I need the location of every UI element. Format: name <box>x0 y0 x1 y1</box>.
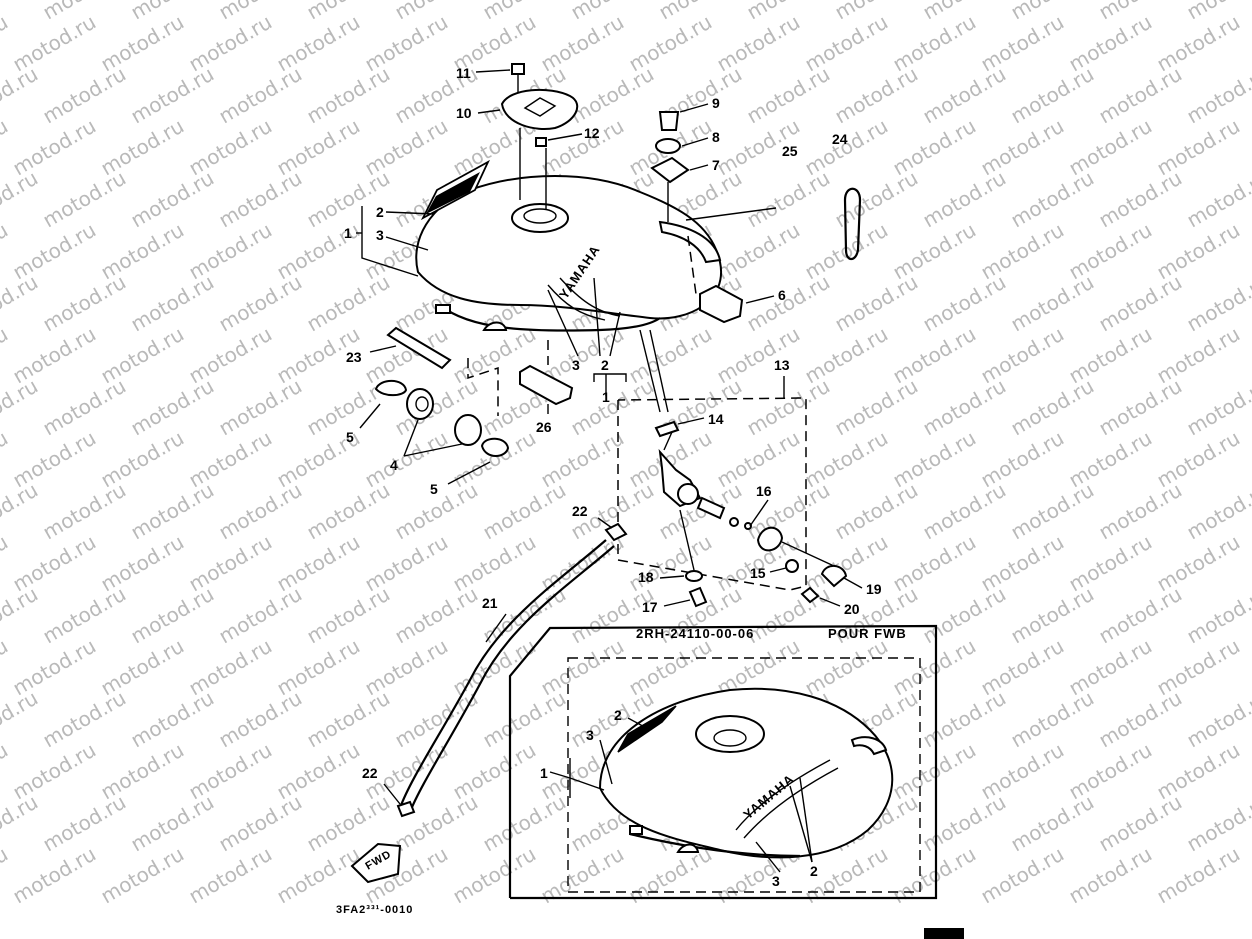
callout-5-upper: 5 <box>346 429 354 445</box>
inset-part-number: 2RH-24110-00-06 <box>636 626 754 641</box>
damper-6 <box>687 235 775 324</box>
callout-1-inset: 1 <box>540 765 548 781</box>
callout-26: 26 <box>536 419 552 435</box>
callout-10: 10 <box>456 105 472 121</box>
callout-13: 13 <box>774 357 790 373</box>
watermark-text: motod.ru <box>0 426 12 493</box>
watermark-text: motod.ru <box>1183 166 1252 233</box>
callout-3-mid: 3 <box>572 357 580 373</box>
breather-hose <box>843 187 862 261</box>
watermark-text: motod.ru <box>0 530 12 597</box>
variant-inset: 2RH-24110-00-06 POUR FWB YAMAHA <box>508 624 938 900</box>
callout-25: 25 <box>782 143 798 159</box>
watermark-text: motod.ru <box>1183 478 1252 545</box>
filler-cap-parts <box>475 63 583 210</box>
callout-1-top: 1 <box>344 225 352 241</box>
callout-8: 8 <box>712 129 720 145</box>
callout-1-mid: 1 <box>602 389 610 405</box>
callout-14: 14 <box>708 411 724 427</box>
watermark-text: motod.ru <box>0 790 42 857</box>
callout-2-inset-right: 2 <box>810 863 818 879</box>
drawing-code: 3FA2³³¹-0010 <box>336 904 413 916</box>
callout-15: 15 <box>750 565 766 581</box>
watermark-text: motod.ru <box>1183 686 1252 753</box>
callout-3-inset-bottom: 3 <box>772 873 780 889</box>
callout-11: 11 <box>456 65 471 81</box>
callout-23: 23 <box>346 349 362 365</box>
callout-22-bottom: 22 <box>362 765 378 781</box>
fuel-tank-main: YAMAHA <box>415 159 723 332</box>
callout-brackets <box>356 206 627 396</box>
mount-bolt-parts <box>650 103 777 222</box>
callout-6: 6 <box>778 287 786 303</box>
corner-mark <box>924 928 964 939</box>
watermark-text: motod.ru <box>0 686 42 753</box>
watermark-text: motod.ru <box>1183 790 1252 857</box>
callout-16: 16 <box>756 483 772 499</box>
fwd-arrow: FWD <box>350 842 402 884</box>
callout-24: 24 <box>832 131 848 147</box>
callout-18: 18 <box>638 569 654 585</box>
watermark-text: motod.ru <box>0 10 12 77</box>
watermark-text: motod.ru <box>1183 582 1252 649</box>
left-mount-parts <box>359 326 574 485</box>
watermark-text: motod.ru <box>0 634 12 701</box>
callout-3-inset-left: 3 <box>586 727 594 743</box>
callout-4: 4 <box>390 457 398 473</box>
callout-labels: 11 10 12 9 8 7 25 24 6 2 1 3 23 5 4 5 26… <box>344 65 882 889</box>
callout-2-mid: 2 <box>601 357 609 373</box>
callout-2-top: 2 <box>376 204 384 220</box>
callout-5-lower: 5 <box>430 481 438 497</box>
watermark-text: motod.ru <box>1183 270 1252 337</box>
watermark-text: motod.ru <box>0 166 42 233</box>
callout-12: 12 <box>584 125 600 141</box>
callout-9: 9 <box>712 95 720 111</box>
fuel-hose <box>383 517 628 818</box>
watermark-text: motod.ru <box>1183 62 1252 129</box>
inset-variant-note: POUR FWB <box>828 626 907 641</box>
callout-19: 19 <box>866 581 882 597</box>
callout-2-inset: 2 <box>614 707 622 723</box>
watermark-text: motod.ru <box>0 114 12 181</box>
callout-22-top: 22 <box>572 503 588 519</box>
callout-3-top: 3 <box>376 227 384 243</box>
watermark-text: motod.ru <box>0 738 12 805</box>
watermark-text: motod.ru <box>0 322 12 389</box>
callout-21: 21 <box>482 595 498 611</box>
watermark-text: motod.ru <box>0 842 12 909</box>
fuel-cock-assembly <box>617 329 863 608</box>
watermark-text: motod.ru <box>0 374 42 441</box>
watermark-text: motod.ru <box>0 218 12 285</box>
callout-17: 17 <box>642 599 658 615</box>
watermark-text: motod.ru <box>0 582 42 649</box>
watermark-text: motod.ru <box>0 270 42 337</box>
watermark-text: motod.ru <box>0 478 42 545</box>
callout-20: 20 <box>844 601 860 617</box>
watermark-text: motod.ru <box>1183 374 1252 441</box>
callout-7: 7 <box>712 157 720 173</box>
watermark-text: motod.ru <box>0 62 42 129</box>
